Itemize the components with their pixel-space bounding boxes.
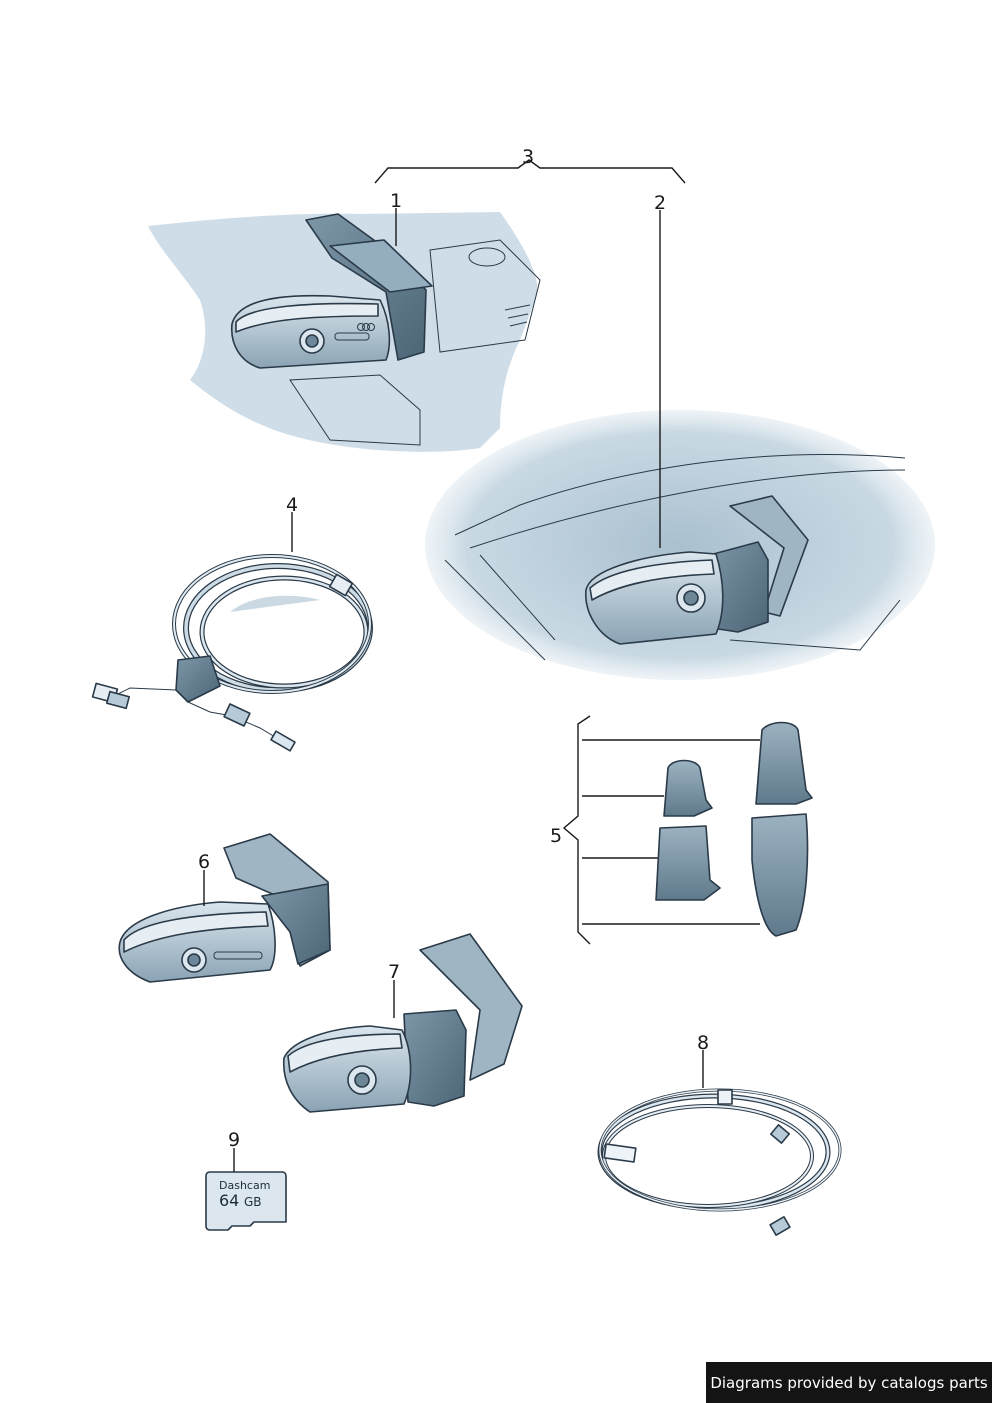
callout-7: 7 xyxy=(388,961,400,983)
callout-1: 1 xyxy=(390,190,402,212)
callout-4: 4 xyxy=(286,494,298,516)
sd-card-brand: Dashcam xyxy=(219,1179,270,1192)
callout-2: 2 xyxy=(654,192,666,214)
callout-6: 6 xyxy=(198,851,210,873)
part-8-cable: 8 xyxy=(597,1032,842,1236)
sd-card-unit: GB xyxy=(244,1195,262,1209)
callout-3: 3 xyxy=(522,146,534,168)
part-4-wiring-harness: 4 xyxy=(91,494,373,752)
sd-card-capacity: 64 xyxy=(219,1191,239,1210)
callout-5: 5 xyxy=(550,825,562,847)
part-7-camera: 7 xyxy=(282,933,523,1113)
part-1-installed-camera: 1 xyxy=(148,190,541,452)
kit-bracket-3: 3 xyxy=(374,146,686,184)
part-9-sd-card: Dashcam 64 GB 9 xyxy=(205,1129,287,1231)
part-5-adhesive-pads: 5 xyxy=(550,715,813,945)
credit-banner: Diagrams provided by catalogs parts xyxy=(706,1362,992,1403)
part-2-windshield-camera: 2 xyxy=(425,192,935,680)
callout-9: 9 xyxy=(228,1129,240,1151)
callout-8: 8 xyxy=(697,1032,709,1054)
part-6-camera: 6 xyxy=(118,833,331,983)
